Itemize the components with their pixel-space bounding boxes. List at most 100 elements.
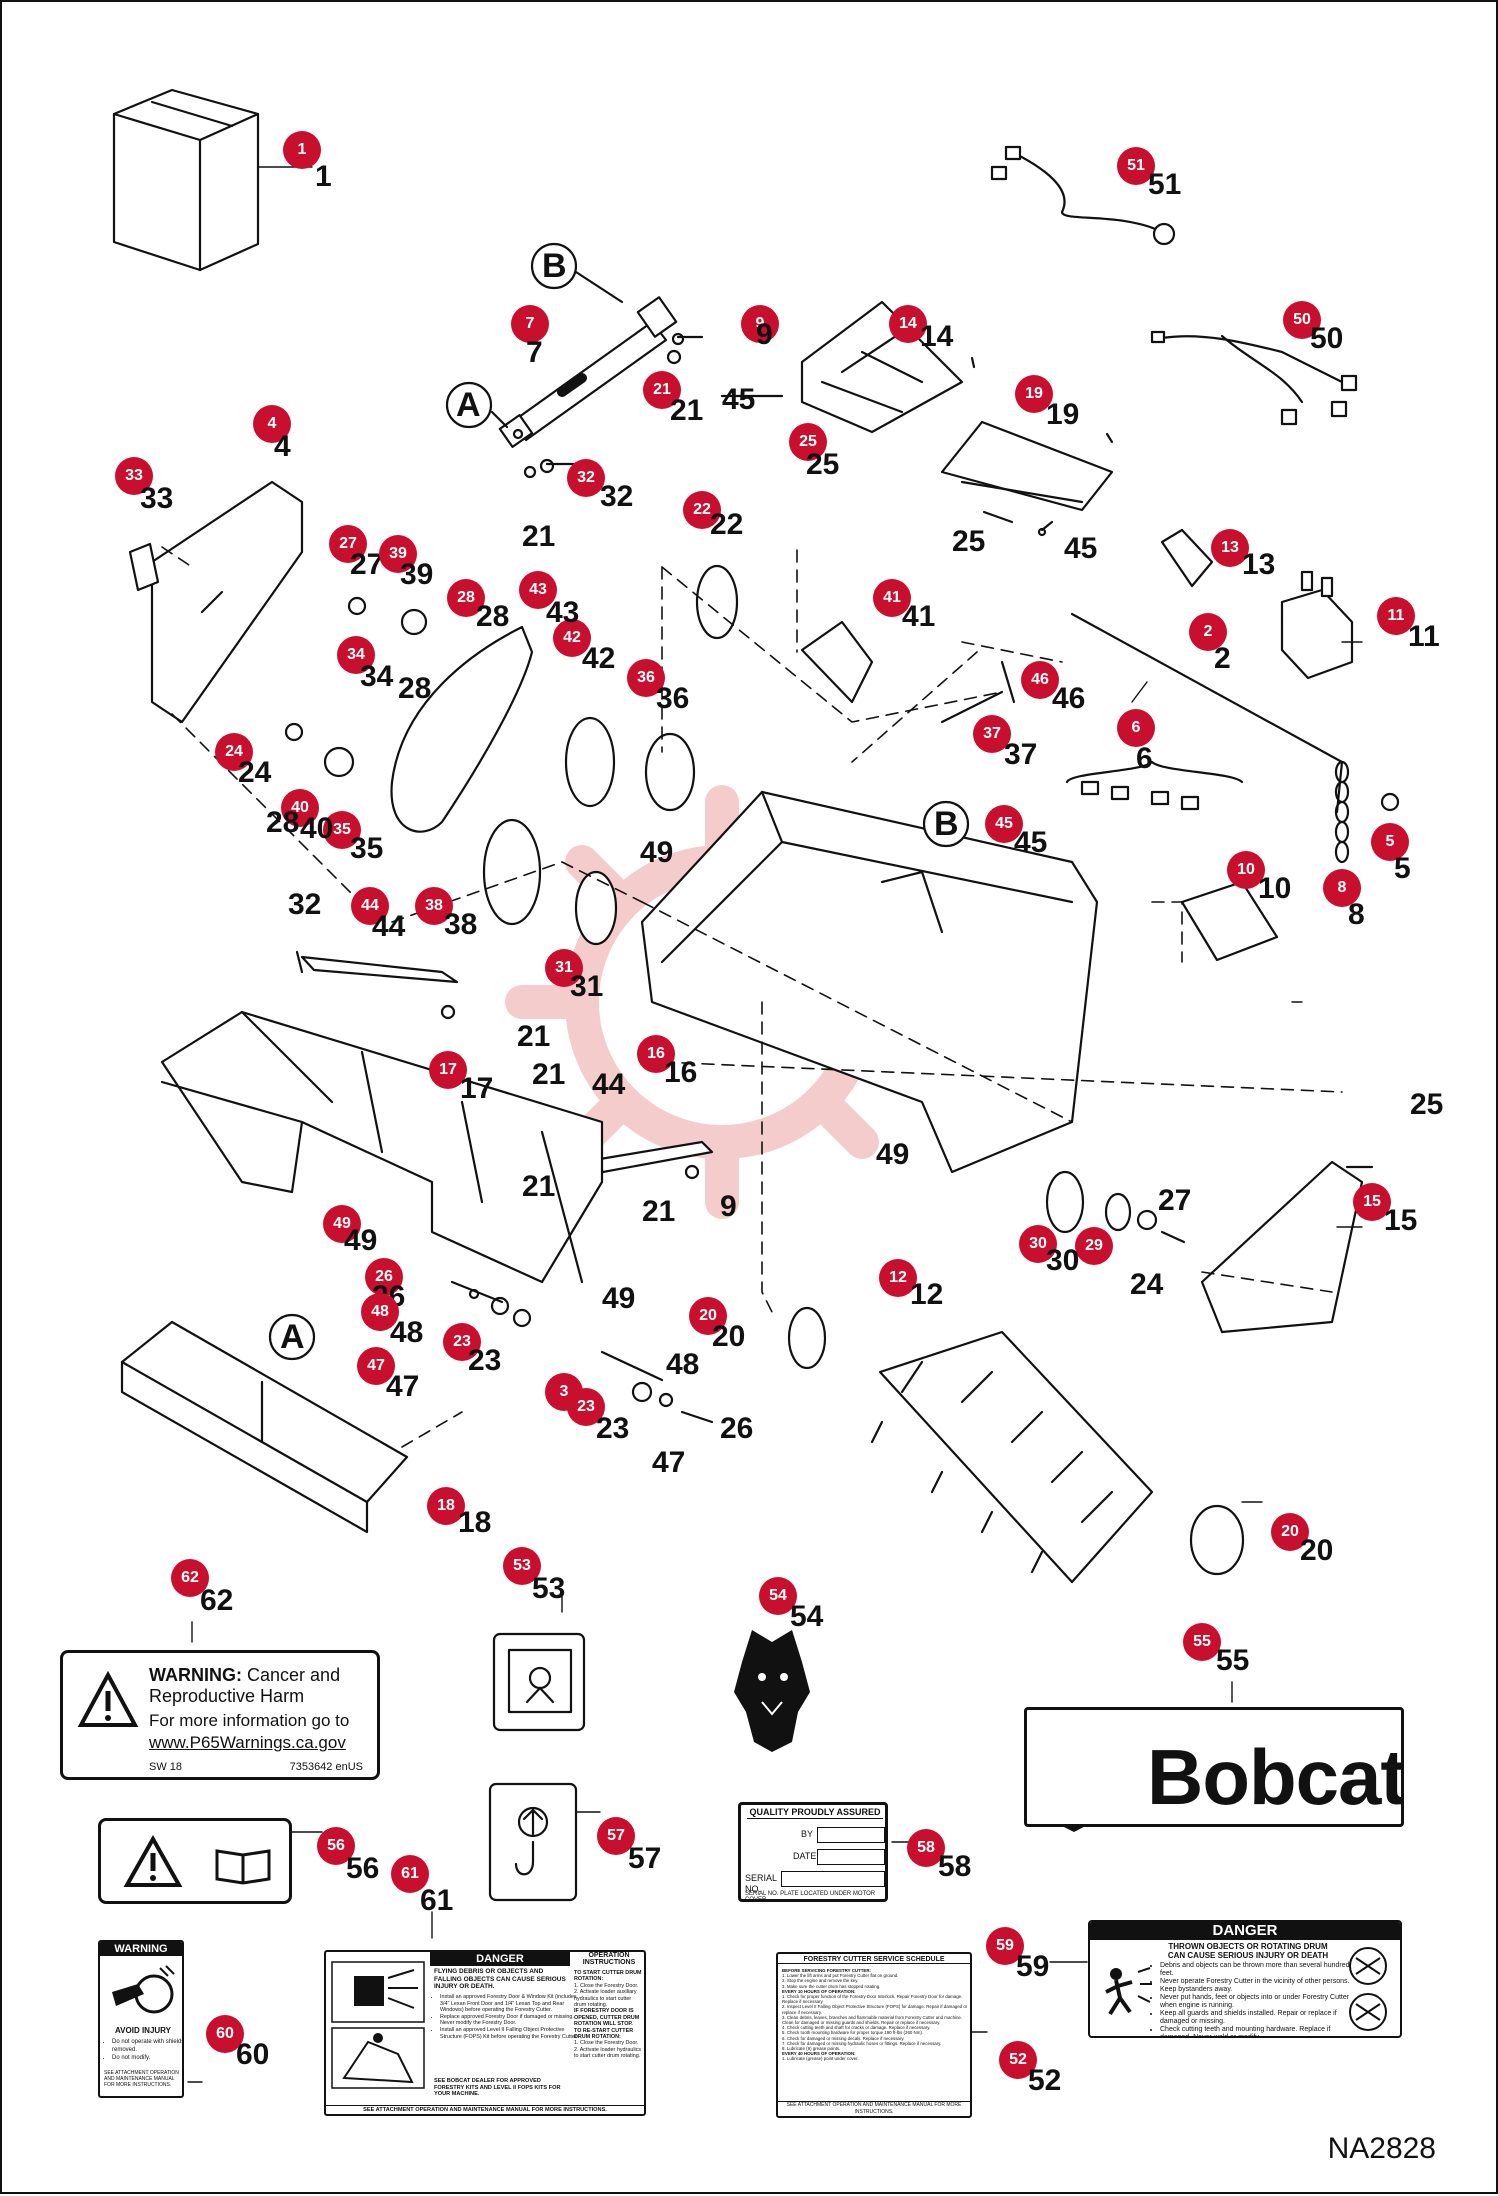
part-badge-61[interactable]: 61 [391,1855,429,1893]
part-label-36: 36 [656,682,690,715]
part-label-22: 22 [710,508,744,541]
part-badge-47[interactable]: 47 [357,1347,395,1385]
part-label-49: 49 [876,1138,910,1171]
part-badge-25[interactable]: 25 [789,423,827,461]
part-badge-13[interactable]: 13 [1211,529,1249,567]
list-item: Check cutting teeth and mounting hardwar… [1160,2026,1352,2036]
part-label-14: 14 [920,320,954,353]
part-badge-56[interactable]: 56 [317,1827,355,1865]
part-badge-20[interactable]: 20 [689,1297,727,1335]
part-badge-53[interactable]: 53 [503,1547,541,1585]
part-badge-33[interactable]: 33 [115,457,153,495]
part-badge-22[interactable]: 22 [683,491,721,529]
part-badge-50[interactable]: 50 [1283,301,1321,339]
warning-info: For more information go to [149,1711,350,1730]
part-label-33: 33 [140,482,174,515]
part-badge-32[interactable]: 32 [567,459,605,497]
part-badge-2[interactable]: 2 [1189,613,1227,651]
part-badge-18[interactable]: 18 [427,1487,465,1525]
part-badge-62[interactable]: 62 [171,1559,209,1597]
part-badge-49[interactable]: 49 [323,1205,361,1243]
part-badge-7[interactable]: 7 [511,305,549,343]
part-label-27: 27 [1158,1184,1192,1217]
part-label-8: 8 [1348,898,1365,931]
part-badge-34[interactable]: 34 [337,636,375,674]
part-badge-42[interactable]: 42 [553,619,591,657]
part-badge-21[interactable]: 21 [643,371,681,409]
warning-heading-rest: Cancer and Reproductive Harm [149,1665,341,1706]
part-label-49: 49 [344,1224,378,1257]
part-label-43: 43 [546,596,580,629]
part-badge-57[interactable]: 57 [597,1817,635,1855]
part-badge-45[interactable]: 45 [985,805,1023,843]
schedule-every10-head: EVERY 10 HOURS OF OPERATION: [782,1988,856,1994]
part-badge-36[interactable]: 36 [627,659,665,697]
ring-part-5 [1380,792,1400,812]
part-label-56: 56 [346,1852,380,1885]
part-badge-28[interactable]: 28 [447,579,485,617]
part-badge-51[interactable]: 51 [1117,147,1155,185]
decal-warning-avoid-injury: WARNING AVOID INJURY Do not operate with… [98,1940,184,2098]
list-item: Never operate Forestry Cutter in the vic… [1160,1978,1352,1994]
warning-code-right: 7353642 enUS [289,1761,363,1773]
part-badge-17[interactable]: 17 [429,1051,467,1089]
part-badge-46[interactable]: 46 [1021,661,1059,699]
ops-open-head: IF FORESTRY DOOR IS OPENED, CUTTER DRUM … [574,2008,640,2028]
part-badge-31[interactable]: 31 [545,949,583,987]
plate-part-33 [128,542,160,592]
part-label-52: 52 [1028,2064,1062,2097]
part-badge-4[interactable]: 4 [253,405,291,443]
part-badge-29[interactable]: 29 [1075,1227,1113,1265]
part-badge-26[interactable]: 26 [365,1258,403,1296]
bearing-part-31 [574,870,618,946]
warning-triangle-icon [77,1671,139,1727]
part-badge-23[interactable]: 23 [567,1388,605,1426]
part-badge-41[interactable]: 41 [873,579,911,617]
part-badge-10[interactable]: 10 [1227,851,1265,889]
part-badge-15[interactable]: 15 [1353,1183,1391,1221]
part-badge-43[interactable]: 43 [519,571,557,609]
part-badge-27[interactable]: 27 [329,525,367,563]
part-badge-35[interactable]: 35 [323,811,361,849]
decal-warning-cancer: WARNING: Cancer and Reproductive Harm Fo… [60,1650,380,1780]
part-badge-60[interactable]: 60 [206,2015,244,2053]
part-badge-19[interactable]: 19 [1015,375,1053,413]
part-badge-48[interactable]: 48 [361,1293,399,1331]
schedule-line: 1. Lower the lift arms and put Forestry … [782,1973,899,1979]
part-badge-1[interactable]: 1 [283,131,321,169]
part-label-23: 23 [468,1344,502,1377]
cover-part-19 [940,420,1114,512]
part-badge-9[interactable]: 9 [741,305,779,343]
warning-url-link[interactable]: www.P65Warnings.ca.gov [149,1733,346,1752]
list-item: Do not operate with shields removed. [112,2038,182,2054]
bearing-part-30 [1045,1170,1085,1234]
hub-part-22 [695,564,739,640]
part-badge-40[interactable]: 40 [281,789,319,827]
part-badge-12[interactable]: 12 [879,1259,917,1297]
part-badge-39[interactable]: 39 [379,535,417,573]
part-badge-44[interactable]: 44 [351,887,389,925]
part-badge-24[interactable]: 24 [215,733,253,771]
callout-letter-b: B [542,247,567,285]
part-badge-11[interactable]: 11 [1377,597,1415,635]
part-badge-59[interactable]: 59 [986,1927,1024,1965]
part-badge-30[interactable]: 30 [1019,1225,1057,1263]
part-badge-8[interactable]: 8 [1323,869,1361,907]
part-badge-52[interactable]: 52 [999,2041,1037,2079]
decal-danger-flying-debris: DANGER OPERATION INSTRUCTIONS FLYING DEB… [324,1950,646,2116]
part-badge-55[interactable]: 55 [1183,1623,1221,1661]
mount-frame-part-17 [160,1010,604,1284]
part-badge-20[interactable]: 20 [1271,1513,1309,1551]
part-badge-14[interactable]: 14 [889,305,927,343]
part-badge-37[interactable]: 37 [973,715,1011,753]
part-badge-16[interactable]: 16 [637,1035,675,1073]
part-badge-5[interactable]: 5 [1371,823,1409,861]
part-badge-58[interactable]: 58 [907,1829,945,1867]
part-label-47: 47 [386,1370,420,1403]
part-badge-54[interactable]: 54 [759,1577,797,1615]
part-badge-6[interactable]: 6 [1117,709,1155,747]
part-badge-23[interactable]: 23 [443,1323,481,1361]
part-label-45: 45 [1064,532,1098,565]
decal-read-manual [98,1818,292,1904]
part-badge-38[interactable]: 38 [415,887,453,925]
